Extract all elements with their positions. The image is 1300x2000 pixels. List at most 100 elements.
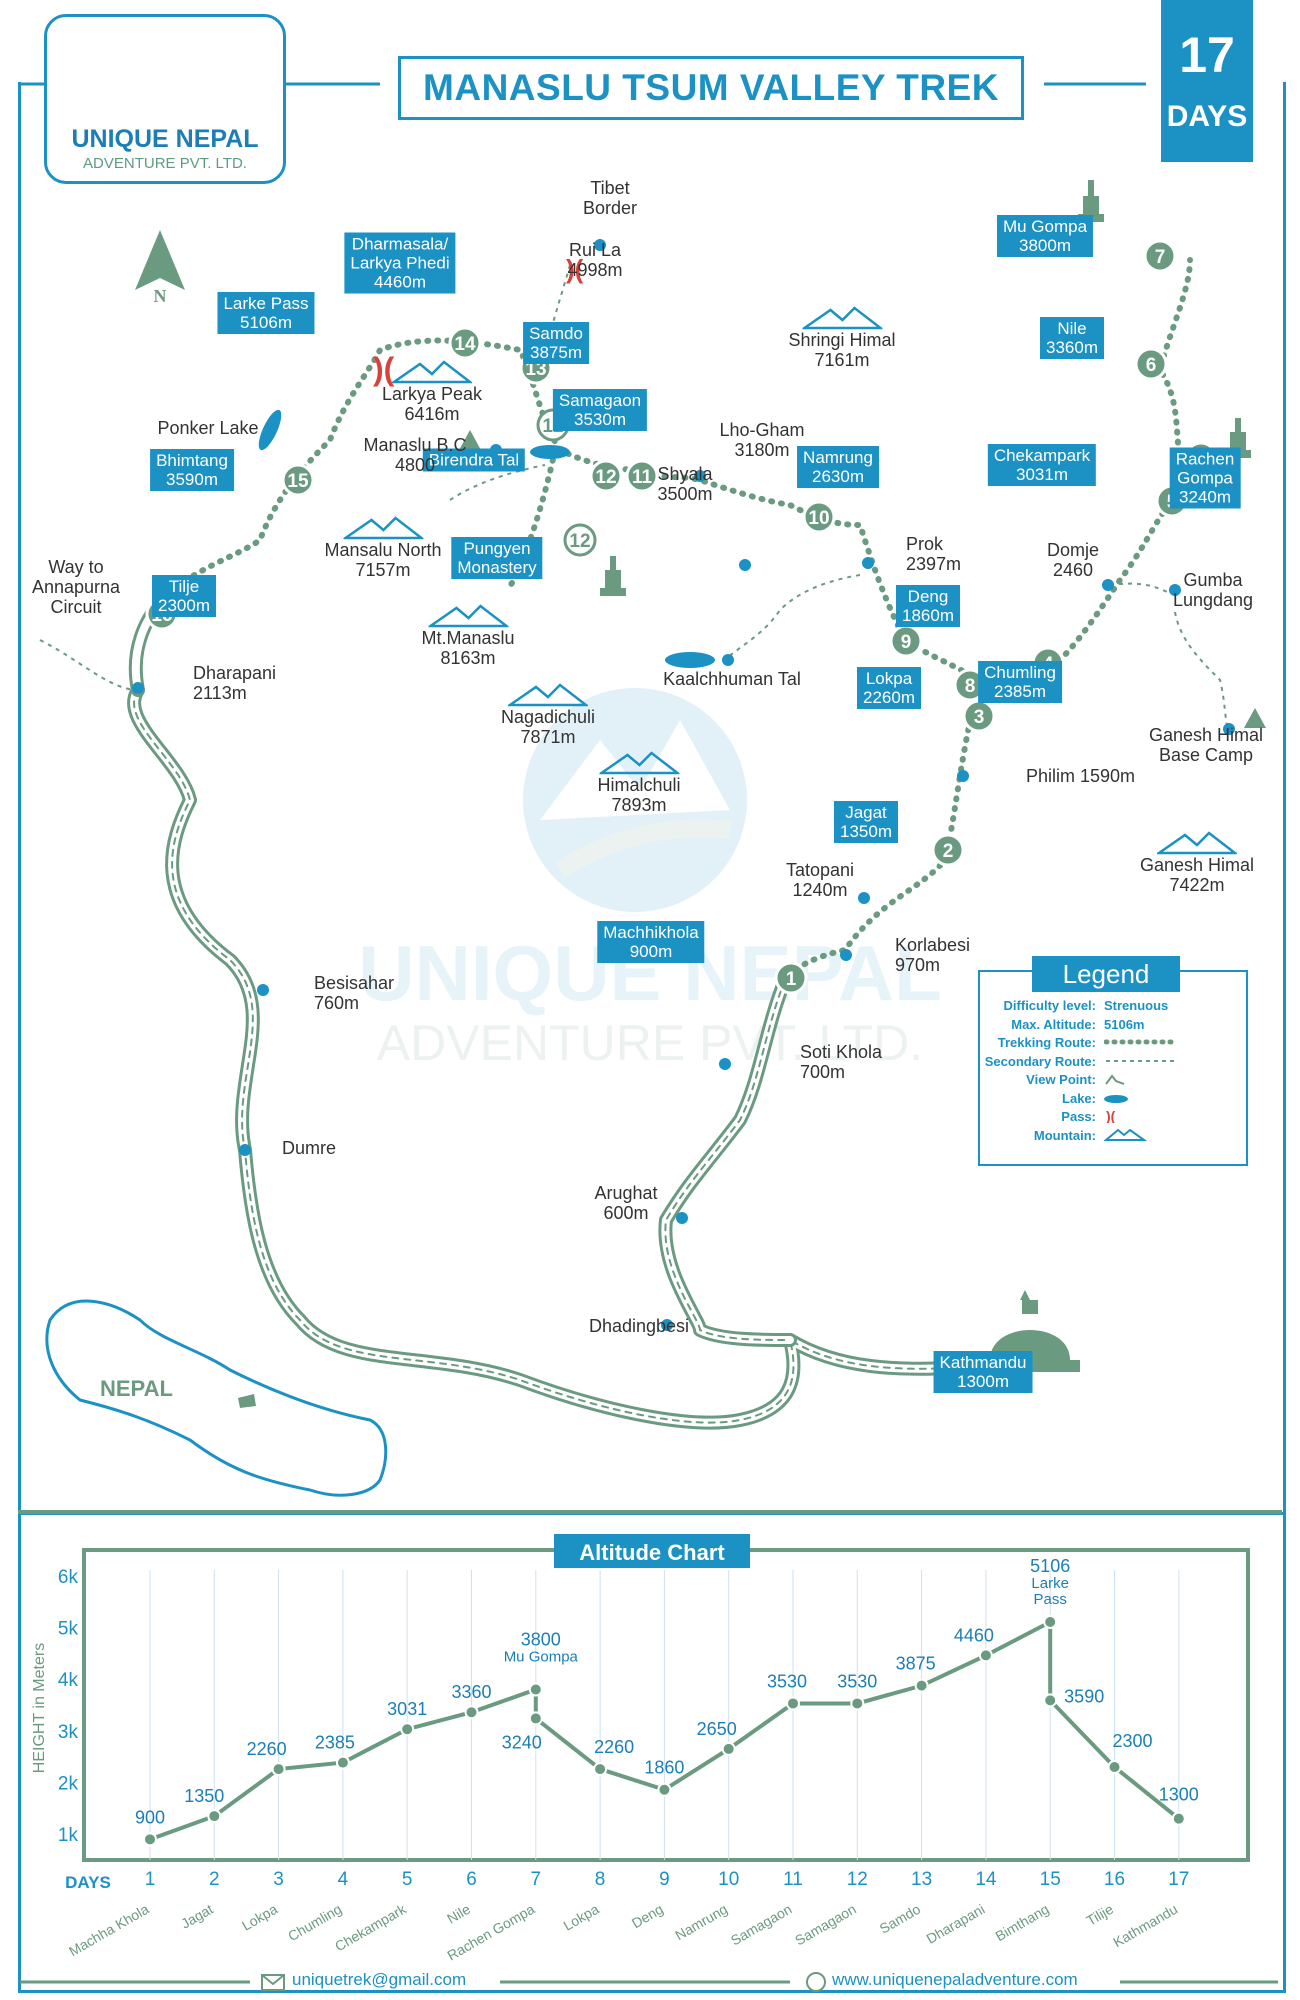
footer-website[interactable]: www.uniquenepaladventure.com: [832, 1970, 1078, 1989]
altitude-value-label: 1300: [1159, 1785, 1199, 1805]
altitude-point: [978, 1648, 993, 1663]
town-dot: [739, 559, 751, 571]
svg-text:11: 11: [632, 467, 653, 488]
day-place-label: Machha Khola: [66, 1901, 152, 1960]
place-box-line: Kathmandu: [939, 1353, 1027, 1372]
place-label-line: Kaalchhuman Tal: [663, 669, 801, 689]
day-tick-label: 14: [975, 1869, 997, 1890]
footer-email[interactable]: uniquetrek@gmail.com: [292, 1970, 467, 1989]
pass-icon-ruila: )(: [566, 254, 584, 284]
day-tick-label: 4: [338, 1869, 349, 1890]
altitude-point: [528, 1711, 543, 1726]
town-dot: [722, 654, 734, 666]
place-label-line: Besisahar: [314, 973, 395, 993]
town-dot: [858, 892, 870, 904]
legend-row-label: Pass:: [1061, 1109, 1096, 1124]
place-label-kaalchhuman: Kaalchhuman Tal: [663, 669, 801, 689]
place-label-line: Korlabesi: [895, 935, 971, 955]
place-label-line: 7422m: [1169, 875, 1225, 895]
day-place-label: Bimthang: [992, 1901, 1051, 1944]
chart-title: Altitude Chart: [579, 1540, 725, 1565]
chart-ytick-label: 2k: [58, 1774, 79, 1795]
place-label-line: 7157m: [355, 560, 411, 580]
legend-title: Legend: [1032, 956, 1180, 992]
altitude-point: [464, 1705, 479, 1720]
place-label-line: 4998m: [567, 260, 623, 280]
town-dot: [1102, 579, 1114, 591]
legend-row: Secondary Route:: [980, 1054, 1246, 1073]
place-box-line: Bhimtang: [156, 451, 228, 470]
place-box-line: Deng: [907, 587, 949, 606]
town-dot: [862, 557, 874, 569]
place-label-line: Dhadingbesi: [588, 1316, 690, 1336]
day-tick-label: 7: [531, 1869, 542, 1890]
place-box-line: 1300m: [957, 1372, 1009, 1391]
altitude-point: [400, 1722, 415, 1737]
day-marker-12: 12: [589, 459, 623, 493]
chart-ytick-label: 3k: [58, 1722, 79, 1743]
place-label-philim: Philim 1590m: [1026, 766, 1135, 786]
lake-kaalchhuman: [665, 652, 715, 668]
place-label-line: 760m: [314, 993, 360, 1013]
place-label-line: Gumba: [1183, 570, 1243, 590]
svg-text:13: 13: [525, 359, 546, 380]
logo-subtitle: ADVENTURE PVT. LTD.: [83, 155, 247, 172]
place-label-line: 700m: [800, 1062, 846, 1082]
place-box-line: Namrung: [803, 448, 873, 467]
day-place-label: Namrung: [672, 1901, 730, 1944]
svg-text:)(: )(: [1106, 1109, 1116, 1123]
monastery-icon-pungyen: [600, 556, 626, 596]
mail-icon: [261, 1974, 285, 1991]
copyright-icon: [806, 1972, 826, 1992]
svg-text:3: 3: [974, 707, 985, 728]
altitude-point-sublabel: Pass: [1034, 1591, 1067, 1608]
svg-text:12: 12: [569, 531, 590, 552]
legend-row-label: Lake:: [1062, 1090, 1096, 1106]
place-box-line: Gompa: [1177, 468, 1233, 488]
town-dot: [257, 984, 269, 996]
altitude-value-label: 3240: [502, 1732, 542, 1752]
day-place-label: Lokpa: [239, 1901, 280, 1934]
altitude-value-label: 2650: [697, 1719, 737, 1739]
place-box-line: Dharmasala/: [351, 234, 449, 254]
place-label-line: Circuit: [50, 597, 102, 617]
altitude-value-label: 2260: [247, 1739, 287, 1759]
day-marker-1: 1: [774, 961, 808, 995]
place-box-line: 3530m: [574, 410, 626, 429]
altitude-value-label: 3590: [1064, 1686, 1104, 1706]
place-box-line: 1350m: [840, 822, 892, 841]
mountain-icon: [343, 516, 423, 540]
footer-lines: [20, 1972, 1278, 1992]
town-dot: [661, 1319, 673, 1331]
place-box-line: 2260m: [863, 688, 915, 707]
place-box-line: 3590m: [166, 470, 218, 489]
place-box-line: 3360m: [1046, 338, 1098, 357]
legend-row-value: [1103, 1035, 1184, 1052]
place-box-line: Larke Pass: [223, 294, 309, 313]
place-label-line: Ganesh Himal: [1139, 855, 1255, 875]
altitude-point: [721, 1741, 736, 1756]
place-label-line: Shringi Himal: [788, 330, 896, 350]
altitude-point: [271, 1762, 286, 1777]
altitude-point: [850, 1696, 865, 1711]
svg-text:10: 10: [808, 508, 829, 529]
lake-birendra: [530, 445, 570, 459]
place-label-line: 2397m: [906, 554, 962, 574]
